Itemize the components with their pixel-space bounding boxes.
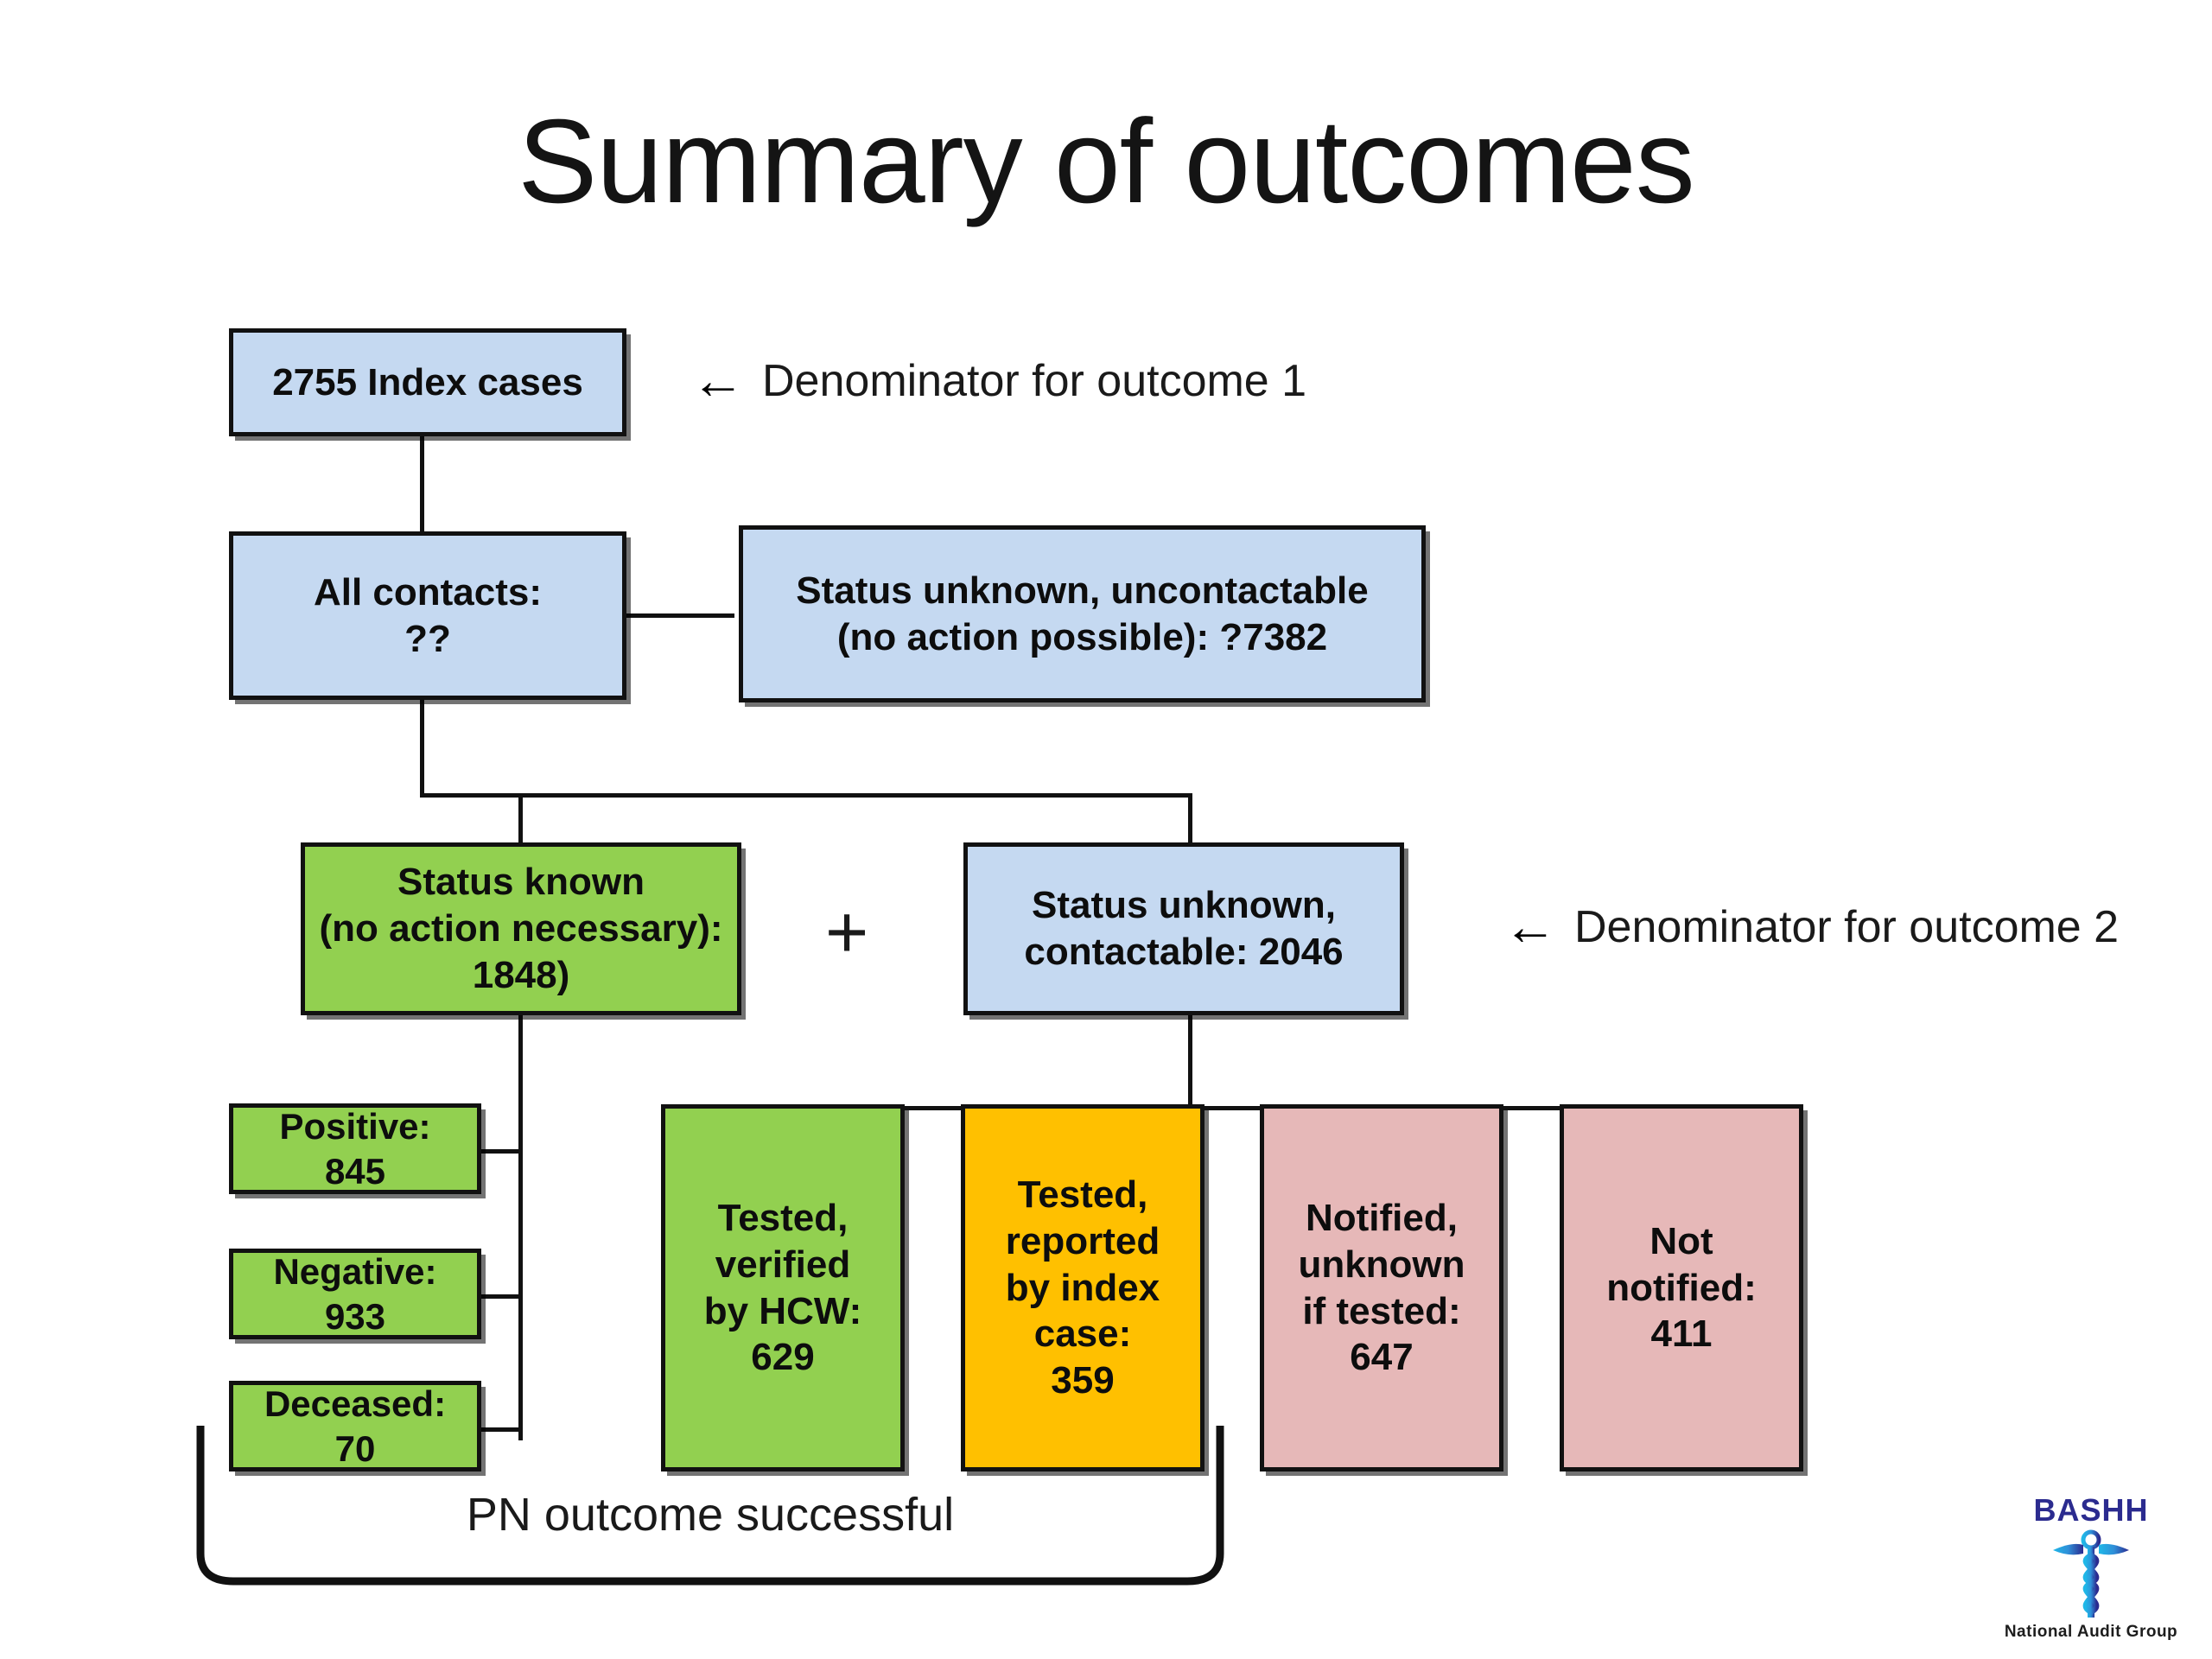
annotation-outcome-2-label: Denominator for outcome 2 xyxy=(1574,902,2120,952)
connector-to-status-unknown-contactable xyxy=(1188,793,1192,849)
node-tested-reported-index[interactable]: Tested, reported by index case: 359 xyxy=(961,1104,1205,1471)
bashh-wordmark: BASHH xyxy=(2033,1492,2149,1528)
node-deceased[interactable]: Deceased: 70 xyxy=(229,1381,481,1471)
plus-sign: + xyxy=(825,891,869,974)
arrow-left-icon: ← xyxy=(691,351,745,410)
node-notified-unknown-if-tested[interactable]: Notified, unknown if tested: 647 xyxy=(1260,1104,1503,1471)
node-status-known[interactable]: Status known (no action necessary): 1848… xyxy=(301,842,741,1015)
caduceus-icon xyxy=(2053,1529,2129,1618)
node-status-unknown-contactable[interactable]: Status unknown, contactable: 2046 xyxy=(963,842,1404,1015)
node-index-cases[interactable]: 2755 Index cases xyxy=(229,328,626,436)
annotation-outcome-1-label: Denominator for outcome 1 xyxy=(762,356,1307,406)
connector-allcontacts-to-uncontactable xyxy=(622,613,734,618)
connector-four-way-bar xyxy=(782,1106,1678,1110)
connector-allcontacts-drop xyxy=(420,696,424,795)
node-positive[interactable]: Positive: 845 xyxy=(229,1103,481,1194)
pn-outcome-label: PN outcome successful xyxy=(466,1489,955,1541)
annotation-outcome-2: ← Denominator for outcome 2 xyxy=(1503,900,2119,954)
connector-contactable-drop xyxy=(1188,1013,1192,1108)
pn-outcome-brace-icon xyxy=(196,1426,1224,1586)
connector-split-bar xyxy=(420,793,1192,798)
node-not-notified[interactable]: Not notified: 411 xyxy=(1560,1104,1803,1471)
node-status-unknown-uncontactable[interactable]: Status unknown, uncontactable (no action… xyxy=(739,525,1426,702)
bashh-logo: BASHH National Audit Group xyxy=(1987,1495,2195,1650)
connector-statusknown-spine xyxy=(518,1013,523,1440)
annotation-outcome-1: ← Denominator for outcome 1 xyxy=(691,354,1306,408)
bashh-tagline: National Audit Group xyxy=(2004,1623,2178,1641)
connector-deceased-stub xyxy=(480,1427,523,1432)
connector-index-to-allcontacts xyxy=(420,436,424,531)
node-all-contacts[interactable]: All contacts: ?? xyxy=(229,531,626,700)
connector-positive-stub xyxy=(480,1149,523,1154)
node-negative[interactable]: Negative: 933 xyxy=(229,1249,481,1339)
page-title: Summary of outcomes xyxy=(518,95,1694,228)
arrow-left-icon: ← xyxy=(1503,897,1557,957)
connector-to-status-known xyxy=(518,793,523,849)
connector-negative-stub xyxy=(480,1294,523,1299)
node-tested-verified-hcw[interactable]: Tested, verified by HCW: 629 xyxy=(661,1104,905,1471)
